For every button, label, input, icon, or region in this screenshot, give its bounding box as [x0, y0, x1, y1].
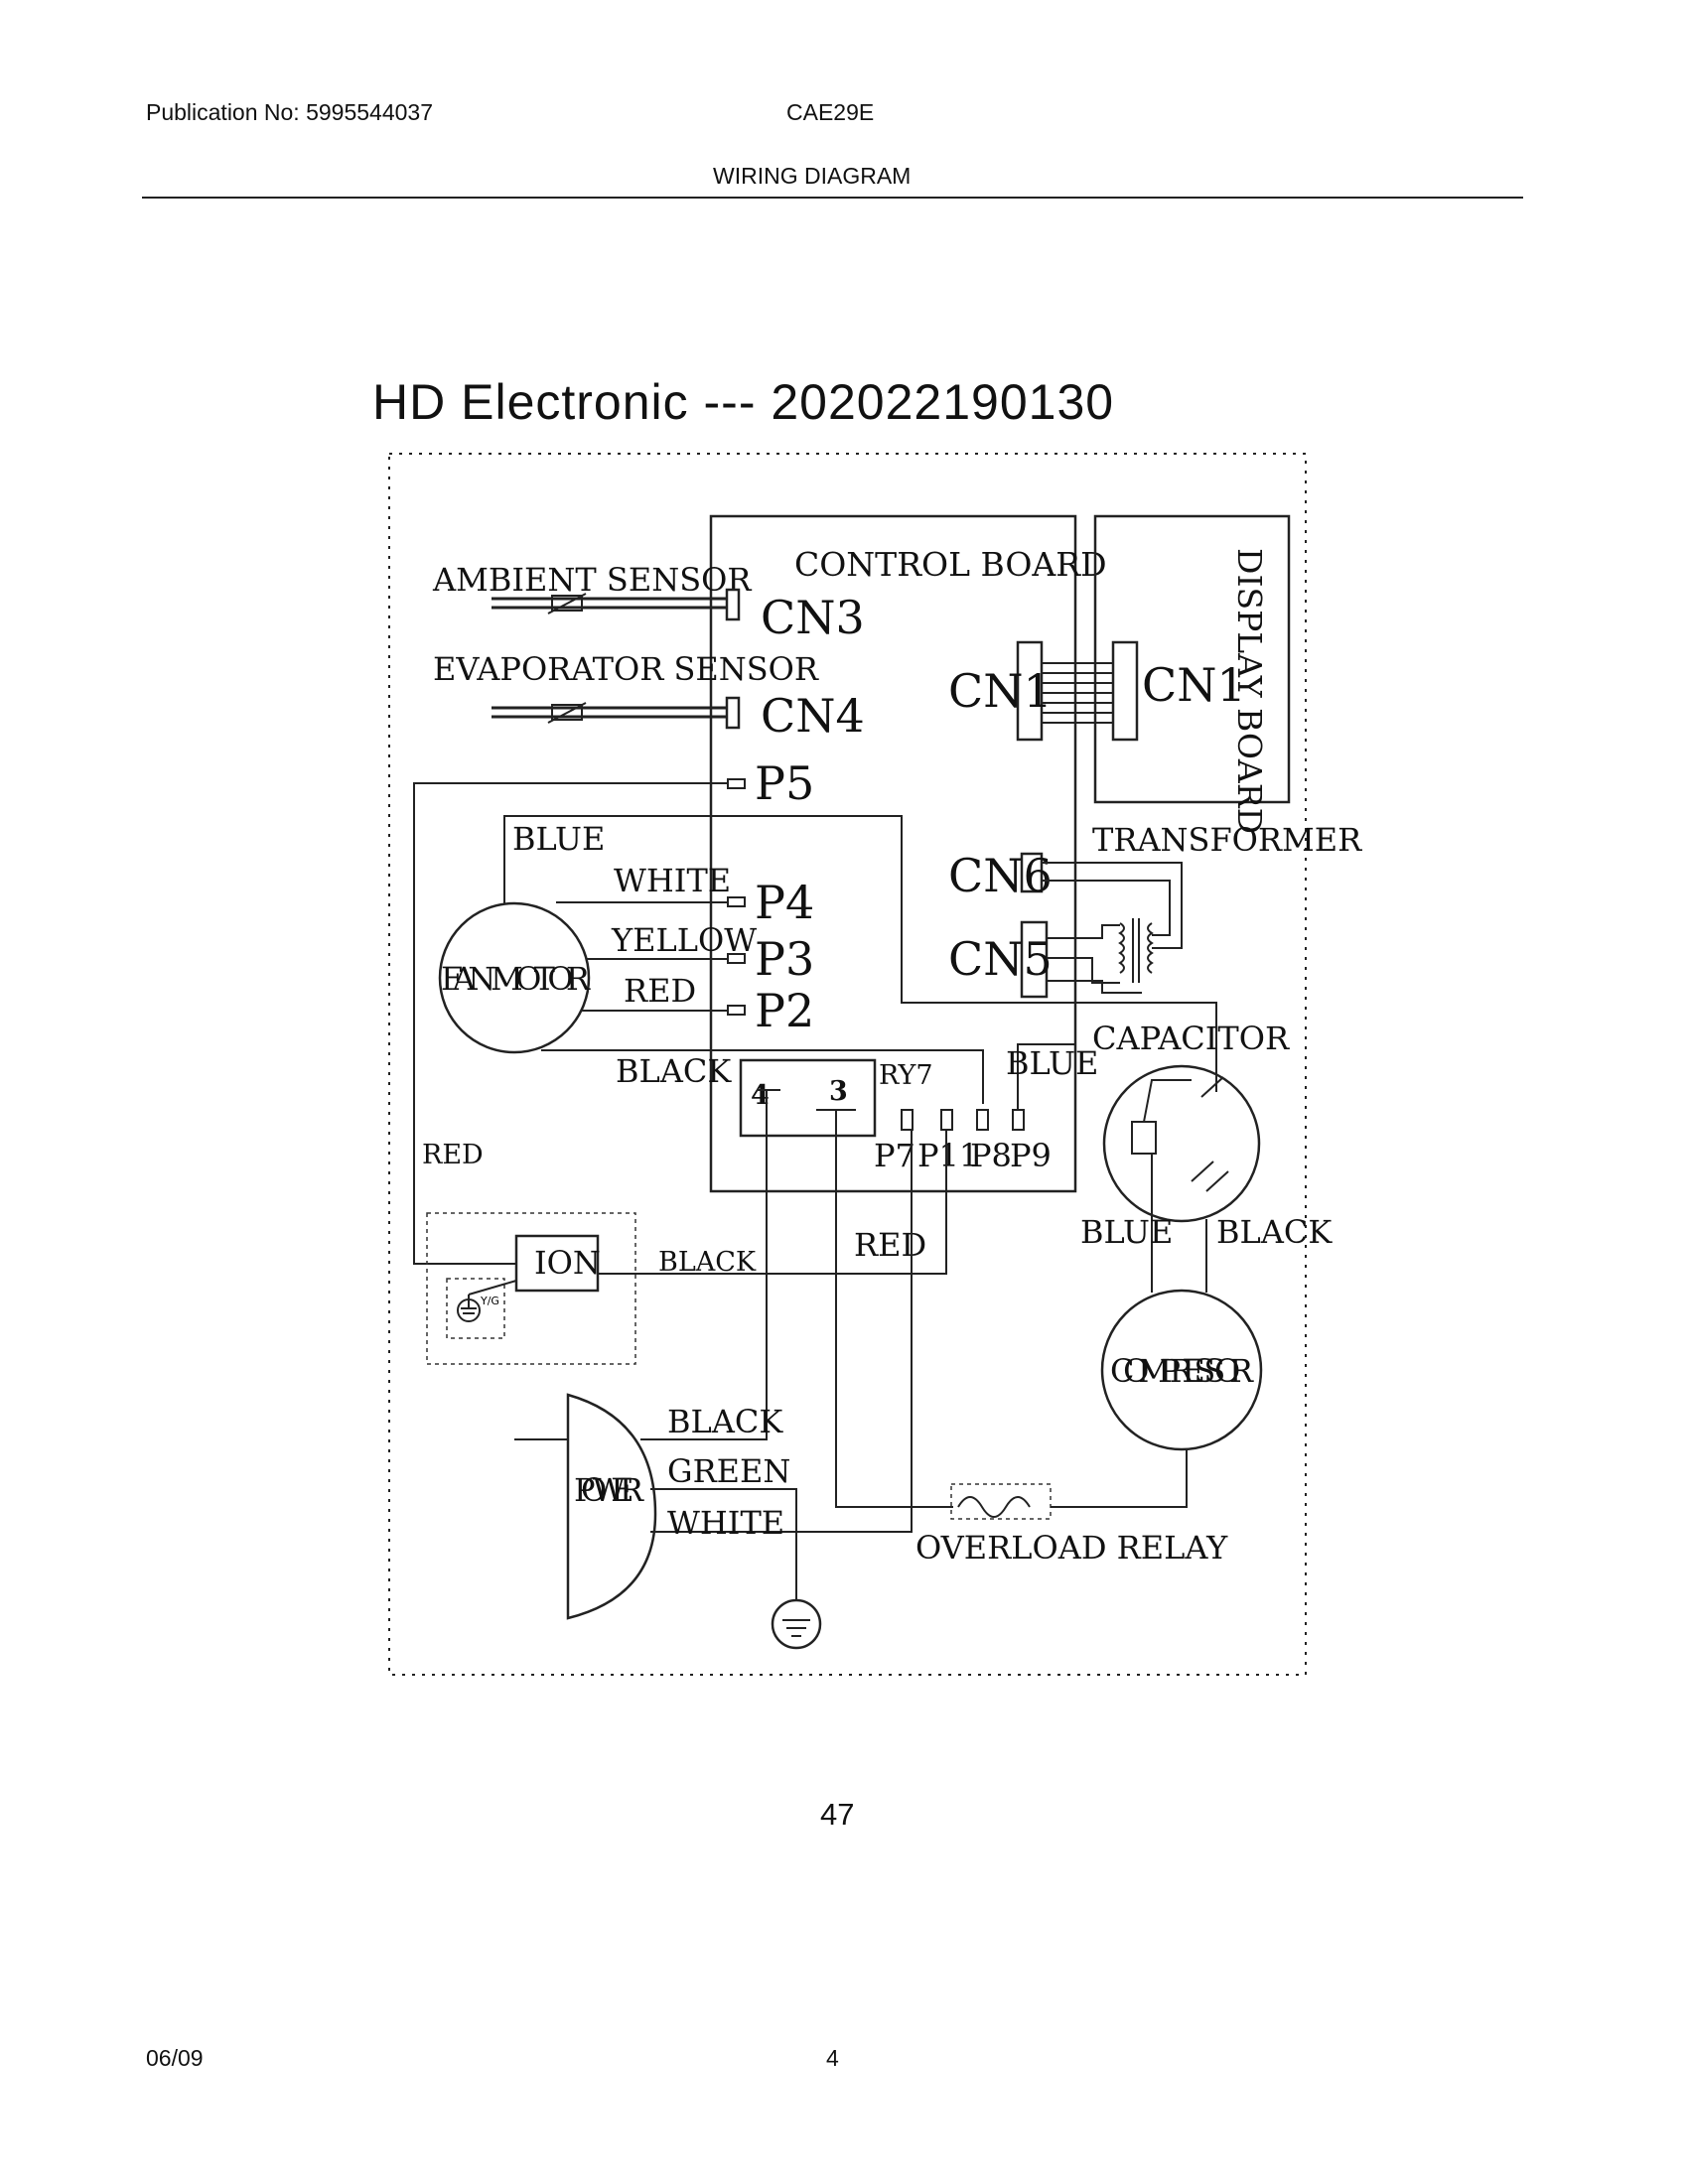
green-power-wire: [650, 1488, 797, 1600]
cn6-connector: [1020, 852, 1044, 893]
white-power-wire: [650, 1130, 913, 1533]
ion-ground-icon: [457, 1280, 517, 1322]
cn3-label: CN3: [761, 591, 865, 644]
fan-motor-label: FAN MOTOR: [441, 960, 591, 998]
earth-ground-icon: [771, 1598, 822, 1650]
black-power-wire: [640, 1090, 768, 1440]
p4-terminal: [727, 896, 746, 907]
relay-label: RY7: [879, 1060, 933, 1091]
p9-terminal: [1012, 1109, 1025, 1131]
ion-box: [514, 1234, 600, 1293]
display-board-label: DISPLAY BOARD: [1230, 548, 1269, 834]
section-title: WIRING DIAGRAM: [713, 163, 912, 189]
overload-relay: [950, 1483, 1052, 1520]
black-comp-label: BLACK: [1216, 1213, 1333, 1251]
black-fan-label: BLACK: [616, 1052, 732, 1090]
cn1-display-connector: [1111, 640, 1139, 742]
red-ion-label: RED: [422, 1140, 484, 1170]
ambient-sensor: [551, 595, 583, 612]
fan-motor: [438, 901, 591, 1054]
power-label: POWER: [574, 1471, 644, 1509]
p7-label: P7: [874, 1137, 915, 1174]
p9-label: P9: [1010, 1137, 1052, 1174]
p2-terminal: [727, 1005, 746, 1016]
control-board: [709, 514, 1077, 1193]
cn1-control-connector: [1016, 640, 1044, 742]
black-power-label: BLACK: [667, 1403, 783, 1440]
transformer-label: TRANSFORMER: [1092, 821, 1362, 859]
ion-ground-box: [446, 1278, 505, 1339]
blue-cap-label: BLUE: [1006, 1044, 1098, 1082]
red-fan-label: RED: [624, 972, 696, 1010]
black-fan-wire: [541, 1049, 984, 1104]
relay-pin-3: 3: [829, 1076, 848, 1107]
cn1-control-label: CN1: [948, 664, 1053, 718]
ion-ground-label: Y/G: [480, 1295, 499, 1307]
model-number: CAE29E: [786, 99, 875, 125]
white-fan-label: WHITE: [614, 862, 731, 899]
ion-label: ION: [534, 1244, 601, 1282]
cn6-label: CN6: [948, 849, 1053, 902]
transformer: [1042, 862, 1183, 994]
compressor-label: COMPRESSOR: [1110, 1352, 1254, 1390]
red-p11-label: RED: [854, 1226, 926, 1264]
display-board: [1093, 514, 1291, 804]
blue-cap-wire: [1017, 1043, 1075, 1110]
p4-label: P4: [755, 876, 814, 929]
p5-terminal: [727, 778, 746, 789]
blue-comp-label: BLUE: [1080, 1213, 1173, 1251]
evaporator-sensor: [551, 704, 583, 721]
overload-relay-label: OVERLOAD RELAY: [915, 1529, 1228, 1567]
black-ion-wire: [598, 1130, 947, 1275]
power-plug: [566, 1393, 657, 1620]
ion-enclosure: [426, 1212, 636, 1365]
diagram-frame: [388, 453, 1307, 1676]
p2-label: P2: [755, 984, 814, 1037]
compressor: [1100, 1289, 1263, 1451]
relay-pin-4: 4: [751, 1080, 770, 1111]
capacitor: [1102, 1064, 1261, 1223]
cn5-connector: [1020, 920, 1049, 999]
cn4-label: CN4: [761, 689, 865, 743]
cn5-label: CN5: [948, 932, 1053, 986]
cn3-connector: [725, 588, 741, 621]
p3-label: P3: [755, 932, 814, 986]
green-power-label: GREEN: [667, 1452, 790, 1490]
ribbon-cable: [1042, 662, 1113, 724]
header-rule: [142, 197, 1523, 199]
footer-page: 4: [826, 2045, 839, 2071]
p7-terminal: [901, 1109, 914, 1131]
blue-fan-wire: [503, 815, 1217, 1092]
p11-label: P11: [917, 1137, 979, 1174]
black-ion-label: BLACK: [658, 1247, 757, 1278]
yellow-fan-label: YELLOW: [611, 921, 757, 959]
ambient-sensor-label: AMBIENT SENSOR: [432, 561, 752, 599]
cn1-display-label: CN1: [1142, 658, 1246, 712]
p11-terminal: [940, 1109, 953, 1131]
diagram-title: HD Electronic --- 202022190130: [372, 374, 1114, 430]
evaporator-sensor-label: EVAPORATOR SENSOR: [433, 650, 819, 688]
p8-terminal: [976, 1109, 989, 1131]
p8-label: P8: [970, 1137, 1012, 1174]
red-p11-wire: [835, 1110, 953, 1508]
p3-terminal: [727, 953, 746, 964]
publication-number: Publication No: 5995544037: [146, 99, 434, 125]
blue-fan-label: BLUE: [512, 820, 605, 858]
cn4-connector: [725, 696, 741, 730]
overload-comp-wire: [1051, 1449, 1188, 1508]
p5-red-wire: [413, 782, 728, 1265]
control-board-label: CONTROL BOARD: [794, 545, 1107, 584]
footer-date: 06/09: [146, 2045, 204, 2071]
capacitor-label: CAPACITOR: [1092, 1020, 1290, 1057]
white-power-label: WHITE: [667, 1504, 784, 1542]
p5-label: P5: [755, 756, 814, 810]
relay-ry7: [739, 1058, 877, 1138]
page-number-large: 47: [820, 1797, 855, 1832]
